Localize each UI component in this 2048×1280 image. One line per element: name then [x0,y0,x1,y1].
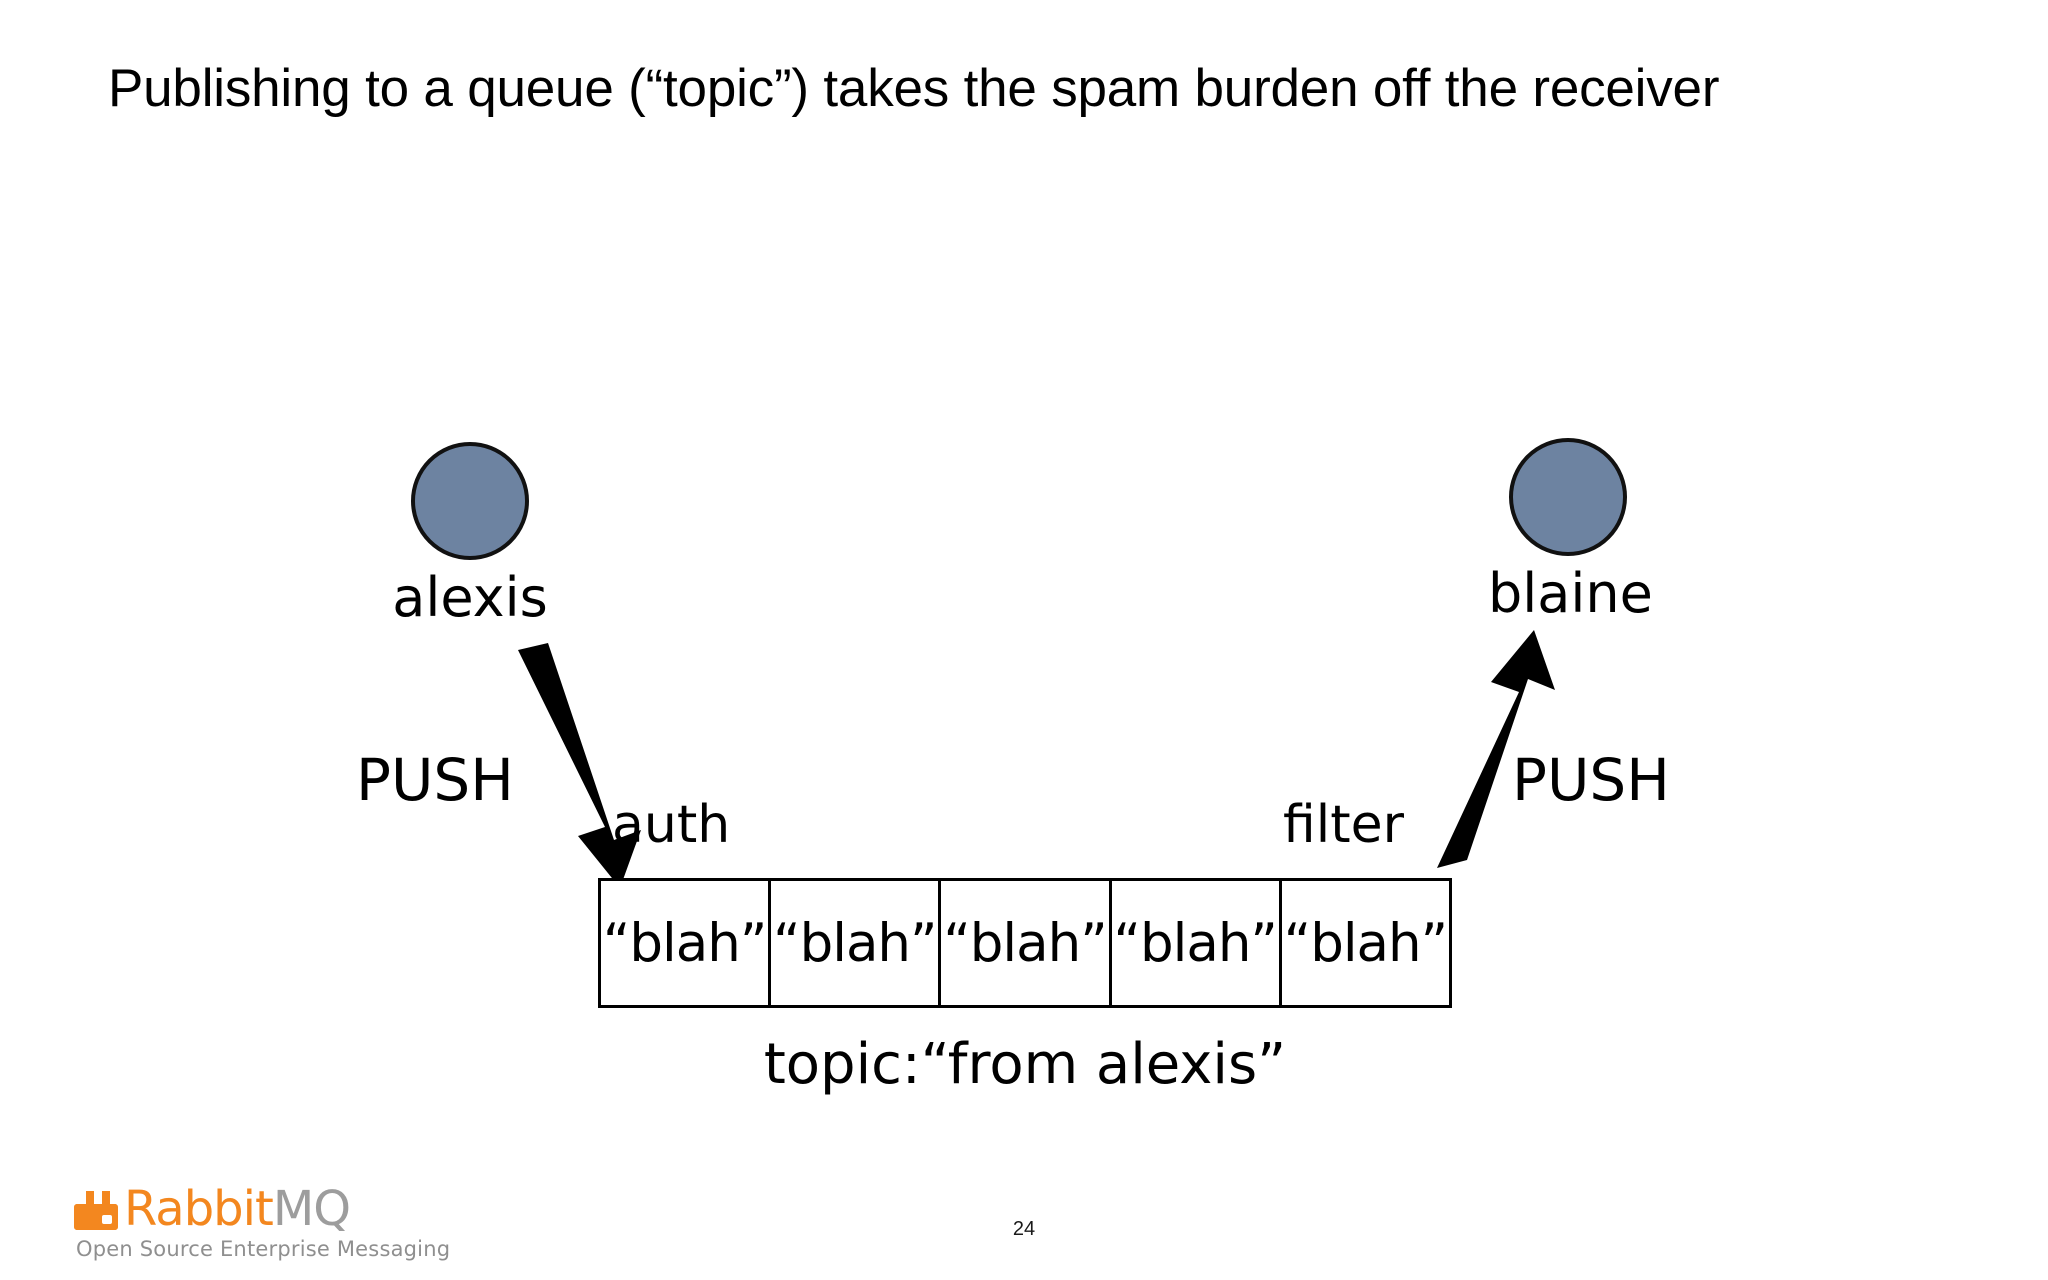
queue-cell: “blah” [1282,881,1449,1005]
logo-wordmark-row: Rabbit MQ [74,1181,351,1237]
queue-cell-text: “blah” [1113,912,1278,974]
flow-publish-stage-label: auth [612,795,731,855]
actor-blaine-label: blaine [1488,562,1653,625]
flow-publish-action-label: PUSH [356,746,514,814]
queue-cell-text: “blah” [773,912,937,974]
page-title: Publishing to a queue (“topic”) takes th… [108,59,1720,118]
flow-deliver-stage-label: filter [1283,795,1404,855]
person-avatar-circle-icon [1509,438,1627,556]
flow-deliver-action-label: PUSH [1512,746,1670,814]
queue-cell: “blah” [1112,881,1282,1005]
actor-blaine[interactable]: blaine [1488,438,1653,625]
queue-cell: “blah” [771,881,942,1005]
queue-cell: “blah” [941,881,1112,1005]
logo-word-rabbit: Rabbit [124,1181,274,1237]
queue-cell-text: “blah” [1283,912,1448,974]
logo-word-mq: MQ [272,1181,351,1237]
actor-alexis[interactable]: alexis [390,442,550,627]
rabbitmq-rabbit-mark-icon [74,1191,118,1230]
page-number: 24 [1012,1218,1036,1240]
rabbitmq-logo: Rabbit MQ Open Source Enterprise Messagi… [74,1185,450,1261]
queue-cell: “blah” [601,881,772,1005]
queue-cell-text: “blah” [943,912,1107,974]
logo-tagline: Open Source Enterprise Messaging [76,1237,451,1261]
queue-topic-caption: topic:“from alexis” [763,1032,1287,1097]
person-avatar-circle-icon [411,442,529,560]
actor-alexis-label: alexis [392,566,548,629]
queue-cell-text: “blah” [602,912,767,974]
message-queue: “blah” “blah” “blah” “blah” “blah” [598,878,1452,1008]
